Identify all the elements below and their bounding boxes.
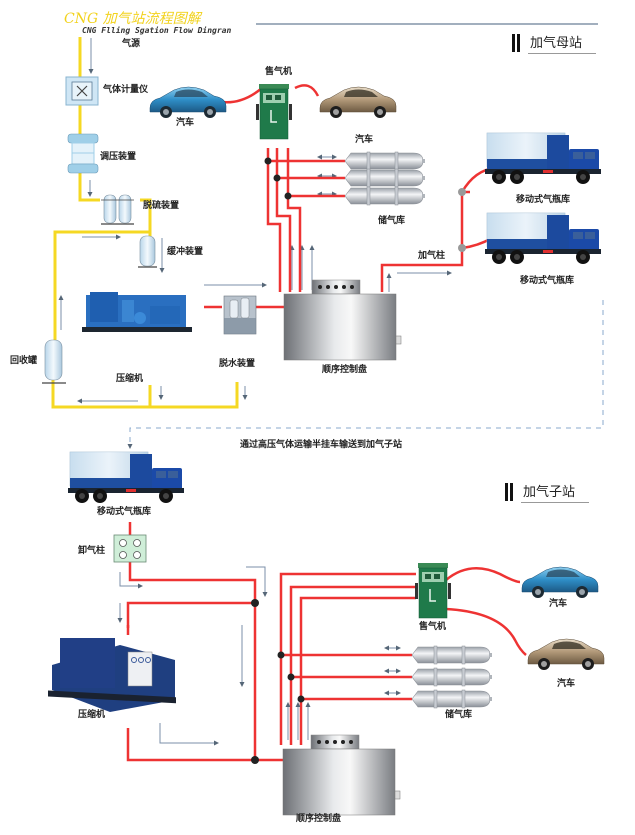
pipe-filling-post [380,190,470,292]
label-mobile-storage-1: 移动式气瓶库 [516,195,571,205]
label-mobile-storage-2: 移动式气瓶库 [520,276,575,286]
junction-node [273,174,281,182]
daughter-station-title: 加气子站 [521,481,590,503]
section-marker-icon [512,34,520,52]
hose-car-2 [445,607,527,656]
car-blue-daughter [521,566,599,599]
label-gas-meter: 气体计量仪 [103,85,149,95]
mobile-storage-truck-1 [484,132,602,185]
storage-cylinder [411,667,493,687]
hose-car-2 [294,84,320,97]
pipe-compressor-out [126,728,255,762]
sequence-control-panel-daughter [282,734,401,816]
junction-node [277,651,285,659]
pipe-dispenser-1 [279,572,416,745]
label-compressor: 压缩机 [116,374,144,384]
label-dispenser: 售气机 [265,67,293,77]
label-dehydration: 脱水装置 [219,359,256,369]
junction-node [297,695,305,703]
label-compressor-daughter: 压缩机 [78,710,106,720]
storage-cylinder [344,186,426,206]
mother-station-header: 加气母站 [512,32,597,54]
label-filling-post: 加气柱 [418,251,446,261]
label-unloading-post: 卸气柱 [78,546,106,556]
label-buffer: 缓冲装置 [167,247,204,257]
pipe-return [51,373,239,409]
label-gas-source: 气源 [122,39,141,49]
flow-arrows-daughter [117,566,401,746]
label-car-2-daughter: 汽车 [557,679,576,689]
label-sequence-control: 顺序控制盘 [322,365,368,375]
pipe-dispenser-2 [275,148,292,292]
flow-arrow [246,566,268,597]
label-car-1: 汽车 [176,118,195,128]
gas-dispenser-daughter [414,562,452,619]
storage-cylinder [344,168,426,188]
gas-meter-icon [65,76,99,106]
pipe-junctions-daughter [251,599,305,764]
car-tan-daughter [527,638,605,671]
section-marker-icon [505,483,513,501]
junction-node [251,599,259,607]
pipe-dispenser-2 [289,585,416,745]
flow-arrow [119,572,143,589]
recovery-tank-icon [42,339,66,384]
storage-cylinder [411,645,493,665]
junction-node [251,756,259,764]
pipe-junctions-mother [264,157,292,200]
pipe-compressor-in [126,601,255,635]
label-pressure-regulator: 调压装置 [100,152,137,162]
junction-node [284,192,292,200]
label-desulfurization: 脱硫装置 [143,201,180,211]
filling-post-node-1 [458,188,466,196]
daughter-station-header: 加气子站 [505,481,590,503]
storage-cylinder [344,151,426,171]
unloading-post-icon [113,534,147,563]
buffer-tank-icon [138,235,157,268]
pipe-inlet [78,37,100,202]
transport-route [129,300,604,445]
junction-node [287,673,295,681]
mobile-storage-truck-2 [484,212,602,265]
sequence-control-panel-mother [283,279,402,361]
label-storage: 储气库 [378,216,406,226]
mobile-storage-truck-daughter [67,451,185,504]
high-pressure-pipeline-mother [154,84,496,309]
pipe-dispenser-1 [266,148,282,292]
diagram-title: CNG 加气站流程图解 [64,11,201,27]
compressor-daughter-icon [48,638,176,712]
mother-station-title: 加气母站 [528,32,597,54]
label-car-2: 汽车 [355,135,374,145]
car-tan-mother [319,86,397,119]
diagram-subtitle: CNG Flling Sgation Flow Dingran [82,26,232,35]
high-pressure-pipeline-daughter [126,522,527,762]
storage-cylinder [411,689,493,709]
label-car-1-daughter: 汽车 [549,599,568,609]
dehydration-unit-icon [223,295,257,335]
label-sequence-control-daughter: 顺序控制盘 [296,814,342,824]
filling-post-node-2 [458,244,466,252]
label-dispenser-daughter: 售气机 [419,622,447,632]
gas-dispenser-mother [255,83,293,140]
car-blue-mother [149,86,227,119]
hose-car-1 [445,567,521,584]
flow-arrows-mother [58,38,452,404]
junction-node [264,157,272,165]
transport-note: 通过高压气体运输半挂车输送到加气子站 [240,440,403,450]
pipe-unload-to-control [128,562,283,762]
label-mobile-storage-daughter: 移动式气瓶库 [97,507,152,517]
label-storage-daughter: 储气库 [445,710,473,720]
label-recovery-tank: 回收罐 [10,356,38,366]
flow-arrow [159,723,219,746]
pressure-regulator-icon [67,133,99,174]
desulfurization-icon [101,194,134,225]
compressor-icon [82,292,192,332]
